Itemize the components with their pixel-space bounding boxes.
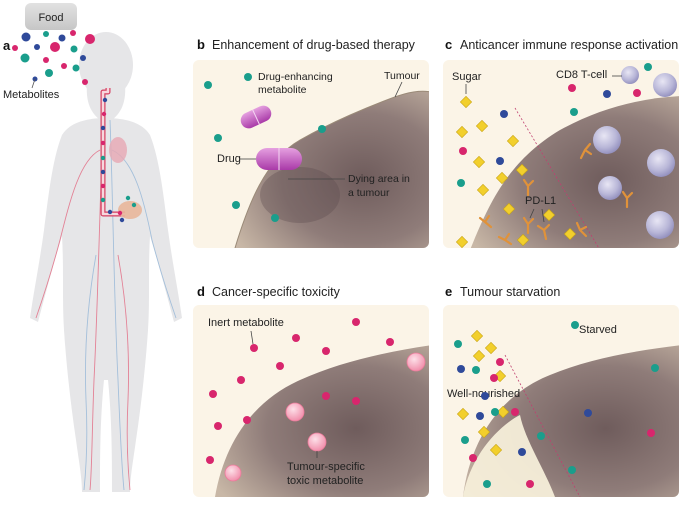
sugar-label: Sugar — [452, 71, 482, 83]
drug-enhancing-metabolite-icon — [244, 73, 252, 81]
panel-c-metabolites — [457, 63, 652, 187]
panel-e-title: Tumour starvation — [460, 285, 560, 299]
panel-a: a Food — [3, 3, 182, 492]
panel-e-letter: e — [445, 284, 452, 299]
food-box: Food — [25, 3, 77, 30]
dying-area-label-line2: a tumour — [348, 187, 390, 199]
tumour-mass — [235, 91, 429, 248]
panel-b: b Enhancement of drug-based therapy Tumo… — [193, 37, 429, 248]
starved-label: Starved — [579, 324, 617, 336]
pd-l1-label: PD-L1 — [525, 195, 556, 207]
dying-area — [260, 167, 340, 223]
tumour-mass — [470, 96, 679, 248]
gut-metabolite-dots — [100, 97, 137, 223]
pd-l1-receptors — [478, 142, 634, 246]
intestine-organ — [118, 201, 142, 219]
toxic-metabolite-label-line1: Tumour-specific — [287, 461, 365, 473]
sugar-diamonds — [455, 95, 577, 249]
tumour-label: Tumour — [384, 70, 420, 82]
well-nourished-area — [463, 415, 555, 497]
panel-d-title: Cancer-specific toxicity — [212, 285, 341, 299]
drug-capsule-large — [256, 148, 302, 170]
drug-enhancing-label-line1: Drug-enhancing — [258, 71, 333, 83]
panel-c-title: Anticancer immune response activation — [460, 38, 678, 52]
panel-a-letter: a — [3, 38, 11, 53]
inert-metabolites — [206, 318, 394, 464]
panel-b-letter: b — [197, 37, 205, 52]
toxic-metabolite-label-line2: toxic metabolite — [287, 475, 363, 487]
cd8-tcell-label: CD8 T-cell — [556, 69, 607, 81]
drug-label: Drug — [217, 153, 241, 165]
panel-d-letter: d — [197, 284, 205, 299]
heart-organ — [109, 137, 127, 163]
panel-b-title: Enhancement of drug-based therapy — [212, 38, 416, 52]
drug-enhancing-label-line2: metabolite — [258, 84, 307, 96]
metabolites-label: Metabolites — [3, 89, 60, 101]
panel-e-sugar — [456, 329, 510, 457]
food-label: Food — [38, 12, 63, 24]
panel-e-metabolites — [454, 321, 659, 488]
inert-metabolite-label: Inert metabolite — [208, 317, 284, 329]
tumour-mass — [215, 345, 429, 497]
dying-area-label-line1: Dying area in — [348, 173, 410, 185]
human-body-silhouette — [30, 32, 182, 492]
panel-d: d Cancer-specific toxicity Inert metabol… — [193, 284, 429, 497]
panel-e: e Tumour starvation Starved Well-nourish… — [443, 284, 679, 497]
panel-c-letter: c — [445, 37, 452, 52]
panel-c: c Anticancer immune response activation … — [443, 37, 679, 249]
metabolite-dots — [12, 30, 95, 89]
drug-capsule-small — [240, 105, 272, 129]
toxic-metabolites — [224, 352, 426, 482]
